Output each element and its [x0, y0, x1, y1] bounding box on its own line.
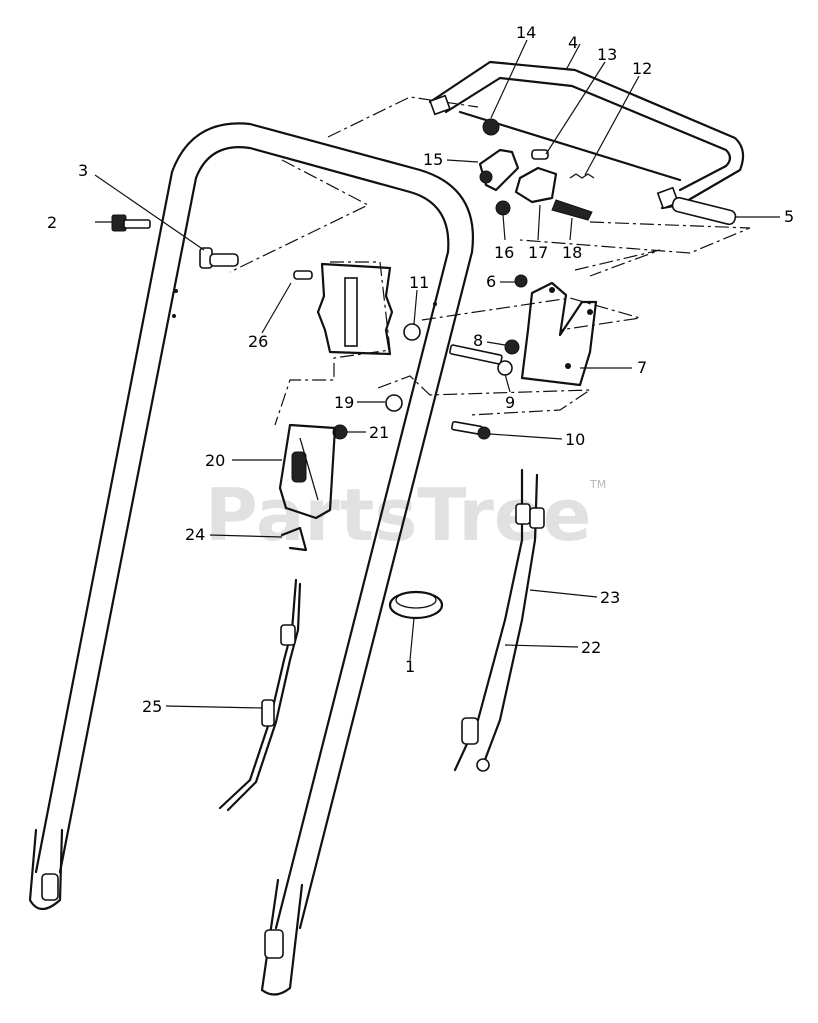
callout-5: 5 — [784, 207, 794, 226]
spring-small — [569, 173, 595, 179]
washer-16 — [495, 200, 511, 216]
pin — [671, 196, 737, 226]
nut-6 — [514, 274, 528, 288]
left-grip-end — [41, 873, 59, 901]
control-plate-20 — [278, 423, 337, 520]
callout-16: 16 — [494, 243, 514, 262]
spring-18 — [551, 199, 593, 221]
leader-lines — [94, 39, 780, 709]
bolt-2 — [111, 214, 151, 232]
plate-26 — [293, 262, 394, 356]
pawl-plate — [478, 148, 520, 192]
callout-21: 21 — [369, 423, 389, 442]
bail-handle — [428, 60, 745, 210]
callout-20: 20 — [205, 451, 225, 470]
callout-13: 13 — [597, 45, 617, 64]
callout-10: 10 — [565, 430, 585, 449]
callout-11: 11 — [409, 273, 429, 292]
nut-8 — [504, 339, 520, 355]
callout-18: 18 — [562, 243, 582, 262]
callout-22: 22 — [581, 638, 601, 657]
callout-1: 1 — [405, 657, 415, 676]
callout-2: 2 — [47, 213, 57, 232]
assembly-guide-lines — [229, 96, 751, 426]
cable-22 — [453, 468, 531, 772]
washer-19 — [385, 394, 403, 412]
callout-23: 23 — [600, 588, 620, 607]
pawl-nut — [479, 170, 493, 184]
callout-14: 14 — [516, 23, 536, 42]
handle-tube — [28, 122, 474, 996]
callout-9: 9 — [505, 393, 515, 412]
stud-3 — [199, 247, 239, 269]
callout-4: 4 — [568, 33, 578, 52]
callout-3: 3 — [78, 161, 88, 180]
callout-6: 6 — [486, 272, 496, 291]
bracket-7 — [520, 281, 598, 387]
callout-26: 26 — [248, 332, 268, 351]
right-grip-end — [264, 929, 284, 959]
callout-24: 24 — [185, 525, 205, 544]
callout-25: 25 — [142, 697, 162, 716]
callout-7: 7 — [637, 358, 647, 377]
control-assembly — [478, 118, 595, 221]
clip-24 — [280, 526, 308, 552]
callout-labels: 1 2 3 4 5 6 7 8 9 10 11 12 13 14 15 16 1… — [47, 23, 794, 716]
watermark-trademark: TM — [589, 478, 606, 491]
nut-14 — [482, 118, 500, 136]
control-screw — [531, 149, 549, 160]
cable-25 — [218, 578, 302, 812]
screw-10 — [451, 420, 491, 440]
callout-12: 12 — [632, 59, 652, 78]
washer-11 — [403, 323, 421, 341]
callout-15: 15 — [423, 150, 443, 169]
callout-8: 8 — [473, 331, 483, 350]
cable-23 — [476, 473, 545, 772]
control-block — [514, 166, 558, 204]
callout-19: 19 — [334, 393, 354, 412]
callout-17: 17 — [528, 243, 548, 262]
